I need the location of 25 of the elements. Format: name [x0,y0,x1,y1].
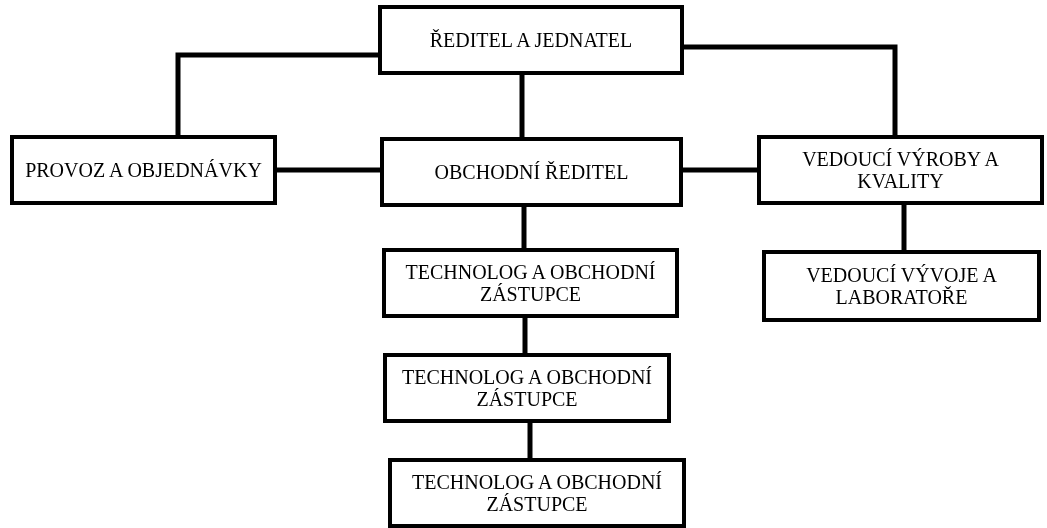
box-label: PROVOZ A OBJEDNÁVKY [25,159,262,181]
box-label: VEDOUCÍ VÝVOJE A LABORATOŘE [805,264,998,308]
box-label: TECHNOLOG A OBCHODNÍ ZÁSTUPCE [411,471,663,515]
org-box [10,135,277,205]
org-box [757,135,1044,205]
connector-line [522,318,528,353]
box-label: OBCHODNÍ ŘEDITEL [434,161,629,183]
box-label: VEDOUCÍ VÝROBY A KVALITY [801,148,1000,192]
connector-line [521,207,527,248]
org-box [382,248,679,318]
box-label: ŘEDITEL A JEDNATEL [429,29,633,51]
connector-line [175,52,378,135]
connector-line [527,423,533,458]
box-label: TECHNOLOG A OBCHODNÍ ZÁSTUPCE [404,261,657,305]
connector-line [277,167,380,173]
connector-line [519,75,525,137]
org-box [380,137,683,207]
org-box [383,353,671,423]
connector-line [901,205,907,250]
connector-line [684,44,898,135]
org-box [378,5,684,75]
box-label: TECHNOLOG A OBCHODNÍ ZÁSTUPCE [401,366,653,410]
connector-line [683,167,757,173]
org-box [388,458,686,528]
org-box [762,250,1041,322]
